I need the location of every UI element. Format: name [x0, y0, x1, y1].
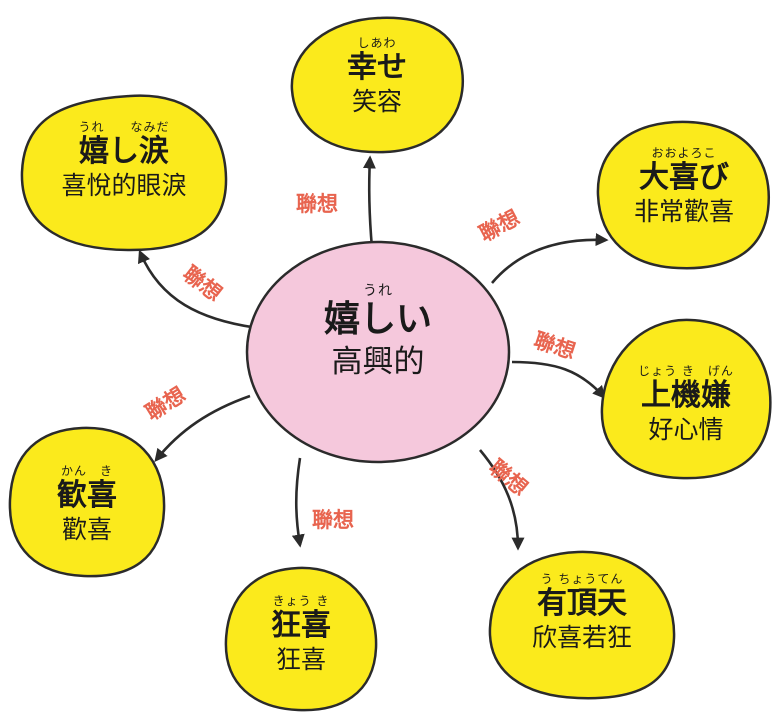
node-joukigen: じょう き げん 上機嫌 好心情 [606, 364, 766, 446]
node-kyouki: きょう き 狂喜 狂喜 [230, 594, 372, 676]
node-shape-uchouten [488, 550, 676, 700]
node-shiawase: しあわ 幸せ 笑容 [297, 36, 457, 118]
node-uchouten: う ちょうてん 有頂天 欣喜若狂 [494, 572, 670, 654]
node-ruby: しあわ [357, 36, 397, 50]
node-meaning: 欣喜若狂 [531, 623, 632, 652]
node-word: 有頂天 [537, 586, 627, 621]
connector-to-ooyorokobi [491, 233, 609, 284]
connector-to-ureshinamida [138, 249, 259, 330]
node-shape-joukigen [600, 318, 772, 480]
connector-to-kyouki [291, 457, 305, 548]
node-shape-kanki [8, 426, 166, 578]
edge-label-kyouki: 聯想 [312, 508, 354, 532]
node-shape-shiawase [290, 16, 465, 154]
node-meaning: 狂喜 [275, 645, 326, 674]
node-word: 狂喜 [271, 608, 331, 643]
node-shape-ureshinamida [20, 94, 228, 252]
node-ruby: きょう き [272, 594, 330, 608]
center-node: うれ 嬉しい 高興的 [268, 284, 488, 382]
edge-label-shiawase: 聯想 [296, 192, 338, 216]
center-ruby: うれ [363, 283, 393, 299]
node-meaning: 歡喜 [61, 515, 112, 544]
node-ruby: おおよろこ [651, 146, 717, 160]
node-ruby: う ちょうてん [540, 572, 624, 586]
connector-to-joukigen [511, 360, 606, 399]
node-ruby: うれ なみだ [78, 120, 170, 134]
center-node-shape [245, 240, 511, 464]
node-ruby: じょう き げん [638, 364, 734, 378]
node-ooyorokobi: おおよろこ 大喜び 非常歡喜 [604, 146, 764, 228]
node-meaning: 笑容 [351, 87, 402, 116]
node-shape-ooyorokobi [596, 120, 771, 270]
center-word: 嬉しい [323, 299, 432, 340]
node-word: 幸せ [347, 50, 407, 85]
node-word: 歓喜 [57, 478, 117, 513]
center-meaning: 高興的 [331, 344, 425, 380]
node-meaning: 非常歡喜 [633, 197, 734, 226]
node-shape-kyouki [224, 566, 378, 712]
node-word: 上機嫌 [641, 378, 731, 413]
node-word: 大喜び [639, 160, 729, 195]
node-ruby: かん き [60, 464, 113, 478]
node-kanki: かん き 歓喜 歡喜 [14, 464, 160, 546]
connector-to-kanki [154, 394, 251, 463]
node-ureshinamida: うれ なみだ 嬉し涙 喜悅的眼淚 [26, 120, 222, 202]
node-meaning: 好心情 [648, 415, 724, 444]
node-meaning: 喜悅的眼淚 [61, 171, 187, 200]
node-word: 嬉し涙 [79, 134, 169, 169]
connector-to-uchouten [479, 449, 525, 551]
connector-to-shiawase [362, 155, 376, 249]
